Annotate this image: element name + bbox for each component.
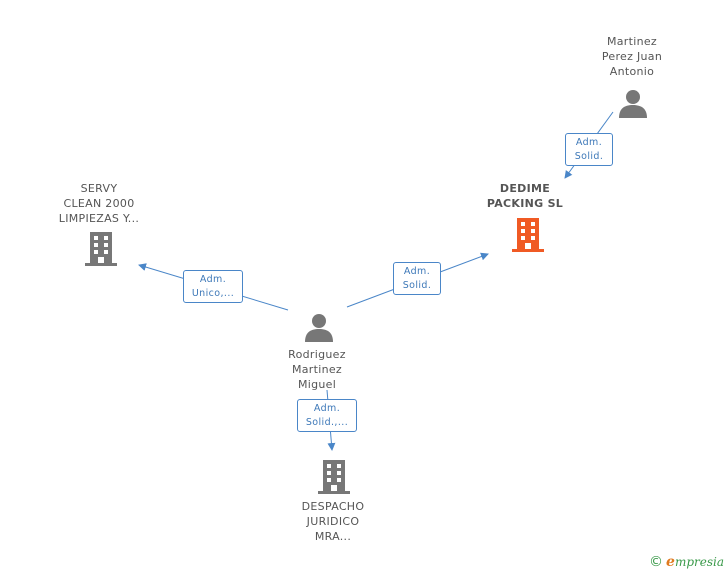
label-line: DEDIME	[499, 182, 551, 195]
edge-label-line: Unico,...	[191, 288, 235, 299]
footer-brand: © empresia	[649, 553, 724, 571]
label-line: PACKING SL	[486, 197, 564, 210]
edge-label-line: Solid.	[574, 151, 604, 162]
node-label: DESPACHO JURIDICO MRA...	[278, 499, 388, 544]
label-line: Perez Juan	[601, 50, 663, 63]
label-line: Martinez	[291, 363, 343, 376]
edge-label-line: Adm.	[403, 266, 431, 277]
edge-label-line: Adm.	[313, 403, 341, 414]
copyright-icon: ©	[649, 554, 664, 570]
person-icon	[619, 90, 647, 118]
label-line: Rodriguez	[288, 348, 346, 361]
label-line: Antonio	[609, 65, 655, 78]
label-line: Martinez	[606, 35, 658, 48]
node-label: DEDIME PACKING SL	[470, 181, 580, 211]
label-line: DESPACHO	[301, 500, 365, 513]
brand-logo: empresia	[666, 554, 724, 570]
brand-logo-text: mpresia	[674, 555, 724, 569]
label-line: Miguel	[297, 378, 337, 391]
node-label: SERVY CLEAN 2000 LIMPIEZAS Y...	[44, 181, 154, 226]
building-icon	[512, 218, 544, 252]
edge-label-line: Adm.	[575, 137, 603, 148]
edge-label-line: Solid.,...	[305, 417, 349, 428]
label-line: SERVY	[80, 182, 118, 195]
edge-label-martinez-dedime[interactable]: Adm. Solid.	[565, 133, 613, 166]
building-icon	[318, 460, 350, 494]
edge-label-rodriguez-servy[interactable]: Adm. Unico,...	[183, 270, 243, 303]
label-line: LIMPIEZAS Y...	[58, 212, 140, 225]
label-line: CLEAN 2000	[63, 197, 135, 210]
brand-logo-letter: e	[666, 554, 675, 570]
edge-label-line: Solid.	[402, 280, 432, 291]
label-line: MRA...	[314, 530, 352, 543]
edge-label-rodriguez-despacho[interactable]: Adm. Solid.,...	[297, 399, 357, 432]
person-icon	[305, 314, 333, 342]
label-line: JURIDICO	[306, 515, 360, 528]
edge-label-line: Adm.	[199, 274, 227, 285]
node-label: Rodriguez Martinez Miguel	[262, 347, 372, 392]
node-label: Martinez Perez Juan Antonio	[577, 34, 687, 79]
building-icon	[85, 232, 117, 266]
edge-label-rodriguez-dedime[interactable]: Adm. Solid.	[393, 262, 441, 295]
